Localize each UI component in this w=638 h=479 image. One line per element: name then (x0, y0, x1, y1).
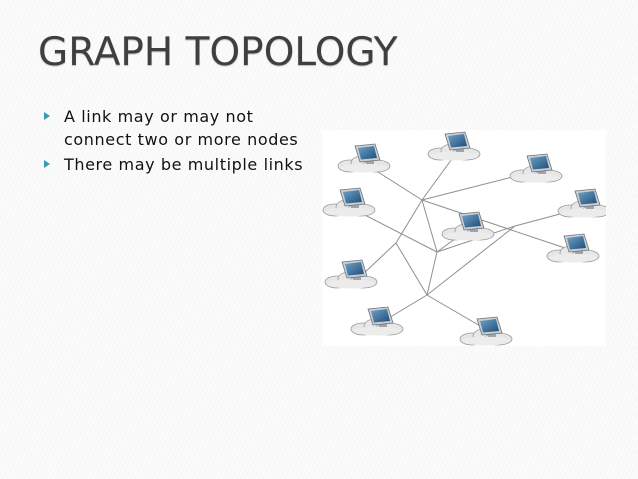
bullet-text: A link may or may not connect two or mor… (64, 107, 299, 149)
computer-node-icon (546, 233, 600, 263)
computer-node-icon (322, 187, 376, 217)
bullet-arrow-icon (44, 160, 50, 168)
slide-title: GRAPH TOPOLOGY (38, 30, 398, 75)
bullet-item: There may be multiple links (44, 153, 304, 176)
bullet-text: There may be multiple links (64, 155, 304, 174)
computer-node-icon (509, 153, 563, 183)
computer-node-icon (459, 316, 513, 346)
bullet-item: A link may or may not connect two or mor… (44, 105, 304, 151)
computer-node-icon (441, 211, 495, 241)
computer-node-icon (557, 188, 606, 218)
computer-node-icon (427, 131, 481, 161)
bullet-list: A link may or may not connect two or mor… (44, 105, 304, 178)
computer-node-icon (337, 143, 391, 173)
bullet-arrow-icon (44, 112, 50, 120)
computer-node-icon (350, 306, 404, 336)
network-diagram (322, 130, 606, 346)
computer-node-icon (324, 259, 378, 289)
graph-topology-diagram (322, 131, 606, 346)
links (354, 151, 576, 331)
